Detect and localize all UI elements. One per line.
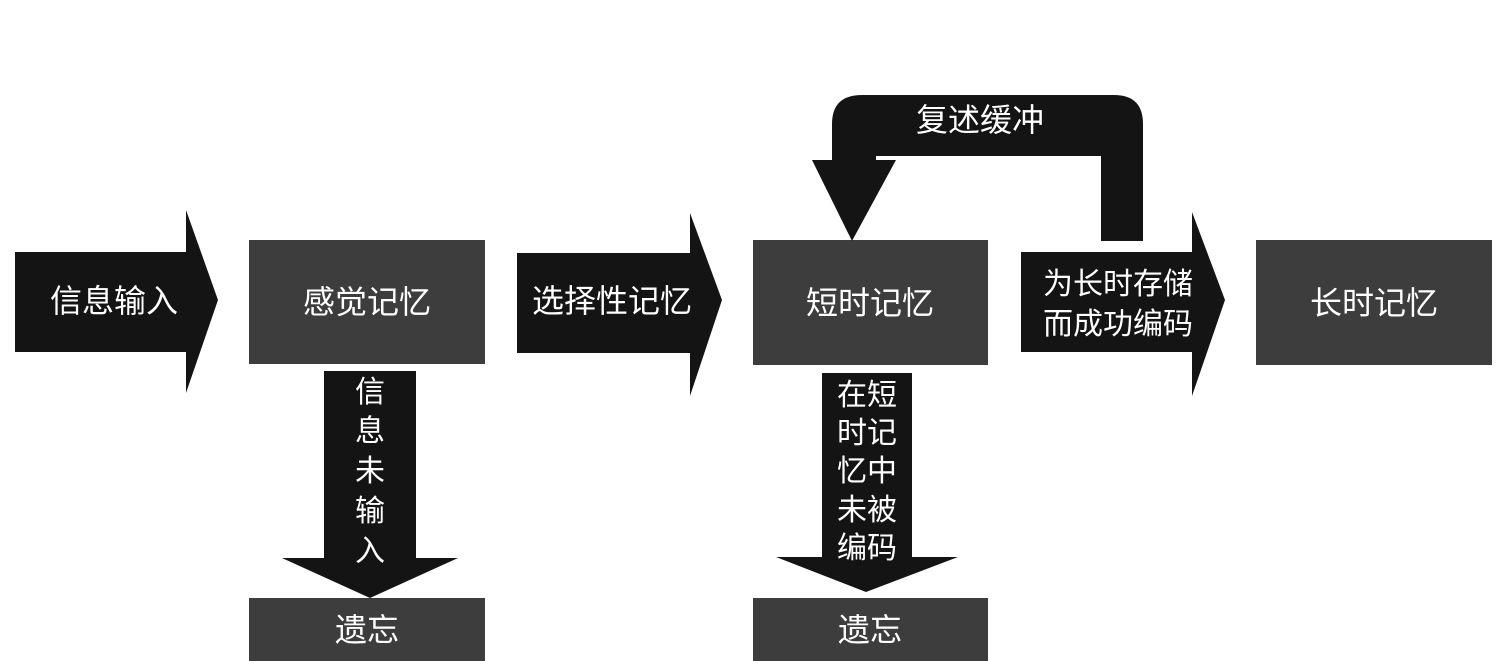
short-term-memory-box: [753, 240, 988, 365]
selective-memory-label: 选择性记忆: [532, 282, 692, 320]
long-term-memory-box: [1256, 240, 1492, 365]
long-term-memory-label: 长时记忆: [1310, 284, 1438, 322]
not-input-char-4: 输: [355, 494, 385, 529]
not-encoded-line-5: 编码: [837, 531, 897, 566]
not-input-char-2: 息: [355, 414, 385, 449]
not-encoded-line-1: 在短: [837, 378, 897, 413]
encode-long-term-label-line2: 而成功编码: [1043, 307, 1193, 342]
sensory-memory-label: 感觉记忆: [303, 283, 431, 321]
forget-box-1: [249, 598, 485, 661]
forget-label-2: 遗忘: [838, 611, 902, 649]
selective-memory-arrow: [517, 213, 722, 396]
not-encoded-line-4: 未被: [837, 493, 897, 528]
rehearsal-buffer-label: 复述缓冲: [916, 101, 1044, 139]
info-input-label: 信息输入: [50, 282, 178, 320]
not-encoded-line-2: 时记: [837, 416, 897, 451]
encode-long-term-arrow: [1021, 212, 1225, 396]
info-input-arrow: [15, 210, 218, 393]
encode-long-term-label-line1: 为长时存储: [1043, 267, 1193, 302]
forget-label-1: 遗忘: [335, 611, 399, 649]
forget-box-2: [753, 598, 988, 661]
not-input-arrow: [282, 371, 458, 598]
sensory-memory-box: [249, 240, 485, 364]
not-input-char-3: 未: [355, 454, 385, 489]
not-encoded-arrow: [776, 373, 958, 592]
not-encoded-line-3: 忆中: [837, 454, 897, 489]
not-input-char-1: 信: [355, 375, 385, 410]
short-term-memory-label: 短时记忆: [806, 284, 934, 322]
not-input-char-5: 入: [355, 534, 385, 569]
rehearsal-buffer-arrow: [812, 95, 1143, 241]
